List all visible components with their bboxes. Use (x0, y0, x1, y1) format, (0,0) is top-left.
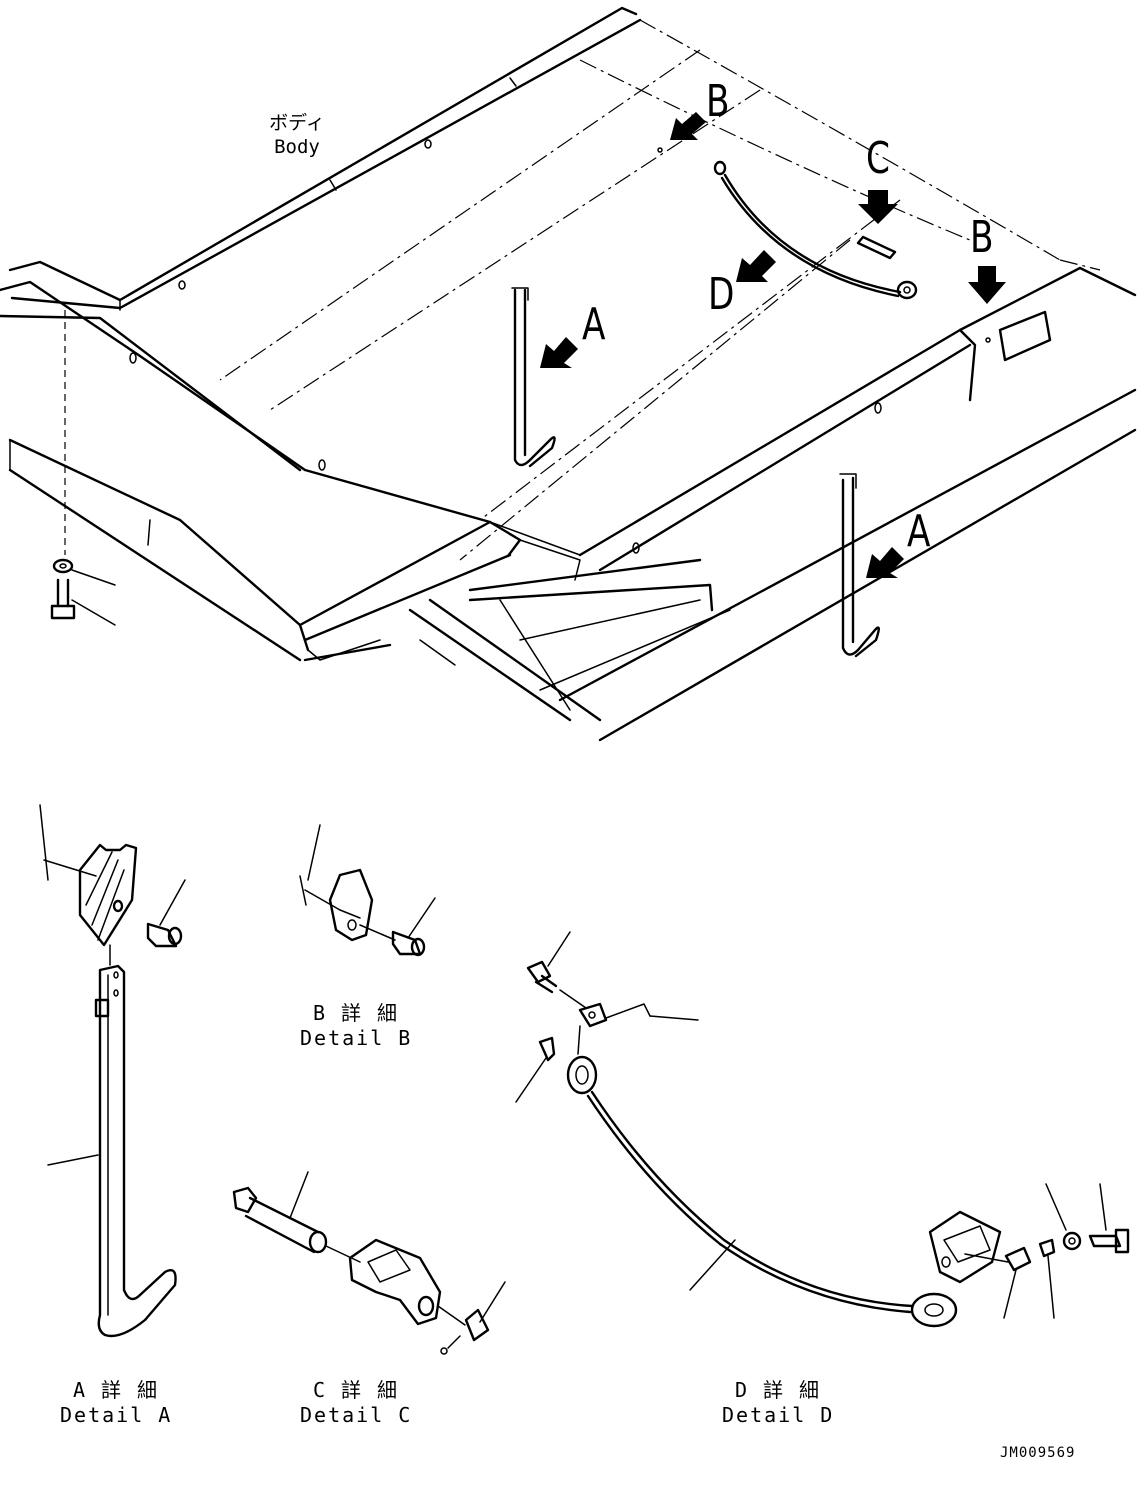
caption-detail-a-jp: A 詳 細 (72, 1378, 160, 1402)
caption-detail-c: C 詳 細 Detail C (300, 1378, 412, 1428)
caption-detail-d-jp: D 詳 細 (734, 1378, 822, 1402)
body-label-jp: ボディ (269, 112, 325, 134)
arrow-c (858, 190, 898, 224)
caption-detail-b: B 詳 細 Detail B (300, 1001, 412, 1051)
callout-b-right: B (970, 212, 994, 263)
hook-rod-right (839, 473, 880, 658)
detail-c-drawing (232, 1171, 506, 1355)
callout-a-right: A (907, 506, 931, 557)
hook-rod-left (511, 287, 556, 468)
caption-detail-a-en: Detail A (60, 1403, 173, 1427)
bolt-and-washer (50, 310, 116, 626)
detail-a-drawing (39, 804, 186, 1338)
body-label-en: Body (274, 136, 320, 158)
callout-c: C (866, 133, 890, 184)
caption-detail-c-en: Detail C (300, 1403, 413, 1427)
main-frame (0, 139, 1137, 742)
detail-b-drawing (299, 824, 436, 957)
caption-detail-c-jp: C 詳 細 (312, 1378, 400, 1402)
body-top-rail (8, 6, 642, 311)
callout-arrows (540, 112, 1006, 578)
arrow-a-right (866, 547, 904, 578)
caption-detail-d: D 詳 細 Detail D (722, 1378, 834, 1428)
arrow-b-right (968, 266, 1006, 304)
drawing-code: JM009569 (1000, 1445, 1076, 1461)
callout-a-left: A (582, 299, 606, 350)
cable (713, 160, 918, 300)
arrow-a-left (540, 337, 578, 368)
caption-detail-a: A 詳 細 Detail A (60, 1378, 172, 1428)
arrow-b-top (670, 112, 706, 140)
callout-d: D (708, 269, 735, 320)
caption-detail-b-jp: B 詳 細 (312, 1001, 400, 1025)
body-label: ボディ Body (262, 114, 332, 157)
callout-b-top: B (706, 76, 730, 127)
detail-d-drawing (515, 931, 1130, 1328)
body-panel-outline (219, 19, 1101, 561)
pin (856, 235, 897, 260)
caption-detail-d-en: Detail D (722, 1403, 835, 1427)
caption-detail-b-en: Detail B (300, 1026, 413, 1050)
arrow-d (736, 250, 776, 282)
